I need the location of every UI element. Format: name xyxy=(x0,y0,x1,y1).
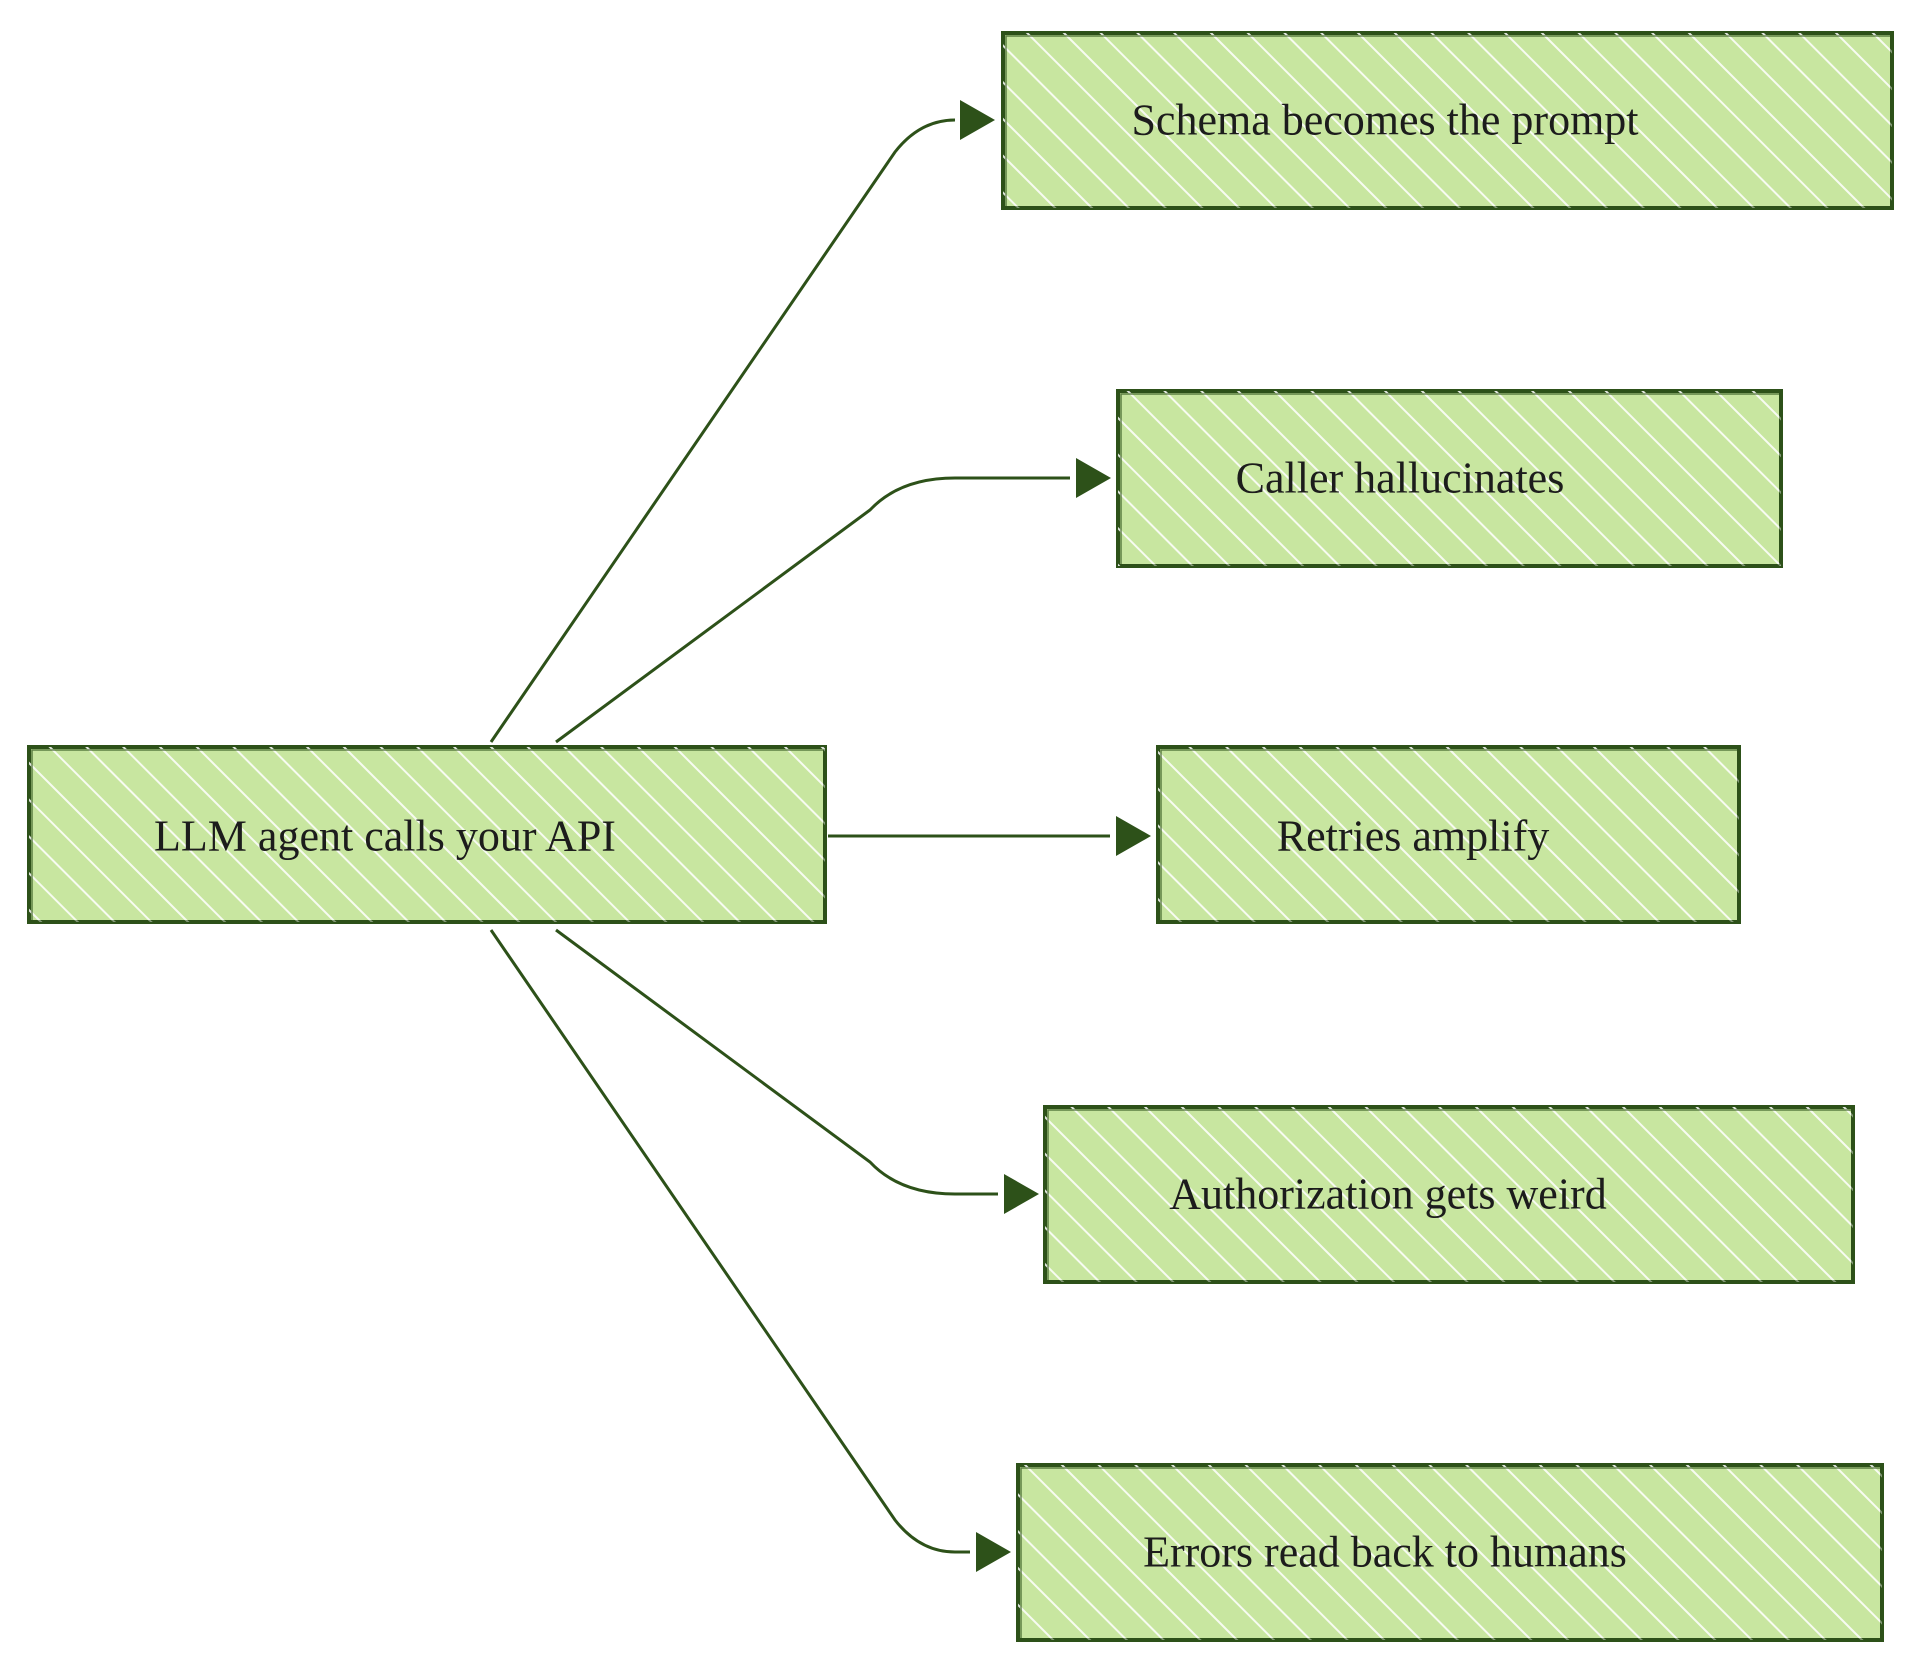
node-errors-label: Errors read back to humans xyxy=(1143,1528,1627,1577)
arrowhead-authorization xyxy=(1004,1174,1039,1214)
arrowhead-caller xyxy=(1076,458,1111,498)
edge-root-to-caller xyxy=(555,476,1070,744)
edge-root-to-authorization xyxy=(555,928,998,1196)
node-errors-read-back-to-humans: Errors read back to humans xyxy=(1016,1463,1884,1642)
edge-root-to-schema xyxy=(489,118,956,743)
node-caller-hallucinates: Caller hallucinates xyxy=(1116,389,1783,568)
node-authorization-label: Authorization gets weird xyxy=(1169,1170,1606,1219)
node-root: LLM agent calls your API xyxy=(27,745,827,924)
arrowhead-errors xyxy=(976,1532,1011,1572)
node-authorization-gets-weird: Authorization gets weird xyxy=(1043,1105,1855,1284)
arrowhead-schema xyxy=(960,100,995,140)
node-retries-amplify: Retries amplify xyxy=(1156,745,1741,924)
node-caller-label: Caller hallucinates xyxy=(1236,454,1565,503)
edge-root-to-errors xyxy=(489,929,970,1554)
edges-layer xyxy=(489,100,1151,1572)
node-root-label: LLM agent calls your API xyxy=(154,812,616,861)
nodes-layer: LLM agent calls your API Schema becomes … xyxy=(27,31,1894,1642)
node-retries-label: Retries amplify xyxy=(1277,812,1550,861)
arrowhead-retries xyxy=(1116,816,1151,856)
node-schema-becomes-the-prompt: Schema becomes the prompt xyxy=(1001,31,1894,210)
node-schema-label: Schema becomes the prompt xyxy=(1131,96,1638,145)
